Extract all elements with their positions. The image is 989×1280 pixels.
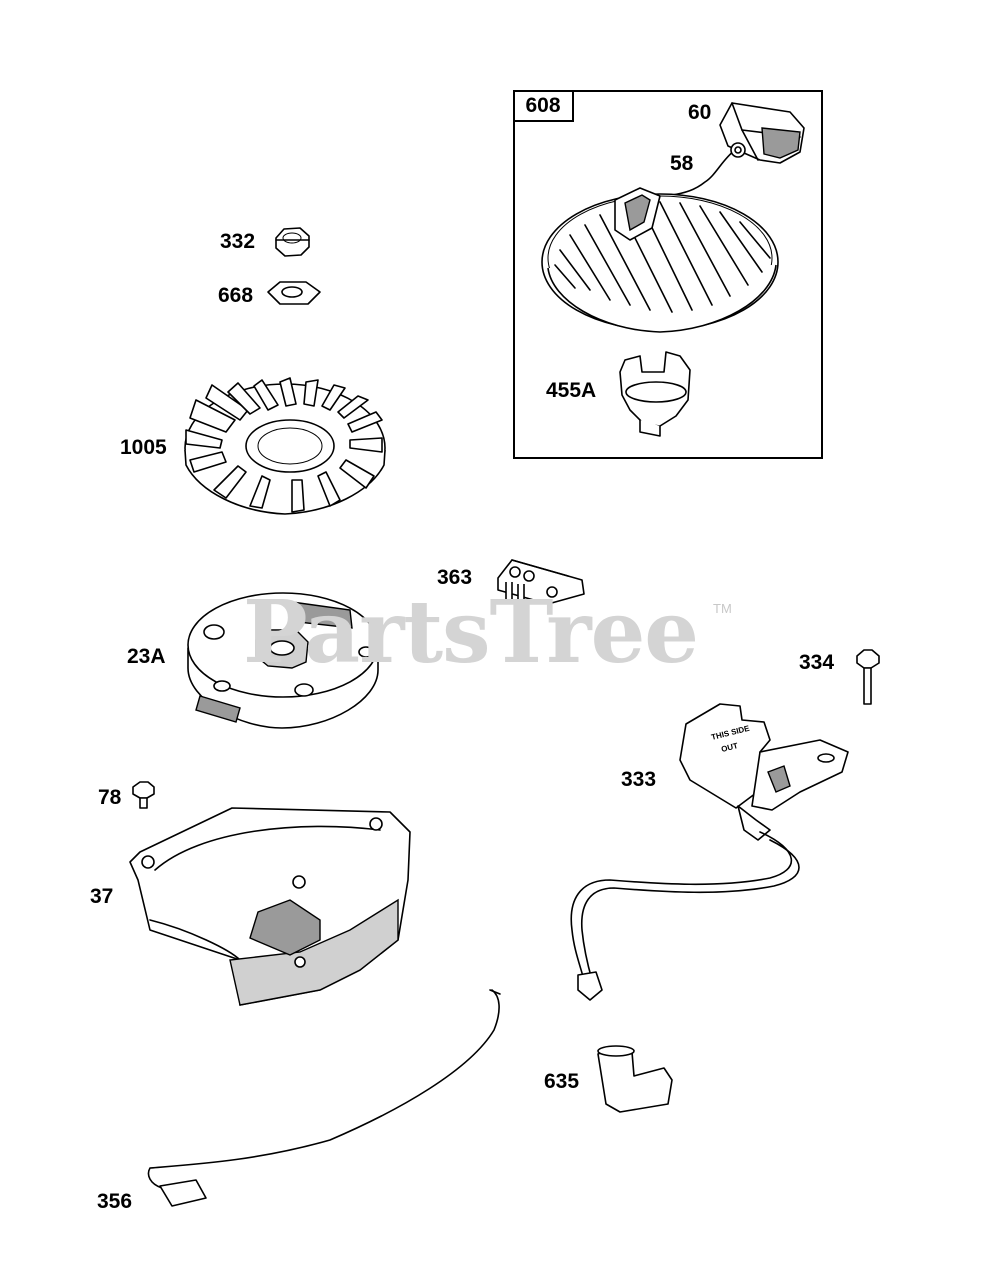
callout-60[interactable]: 60 xyxy=(688,101,712,124)
part-635-spark-plug-boot[interactable] xyxy=(597,1045,673,1113)
part-668-washer[interactable] xyxy=(267,281,321,305)
part-58-starter-rope[interactable] xyxy=(671,142,746,196)
coil-marking-line2: OUT xyxy=(720,741,739,754)
part-608-rewind-starter[interactable] xyxy=(541,187,779,333)
callout-333[interactable]: 333 xyxy=(621,768,657,791)
part-23a-flywheel[interactable] xyxy=(187,592,379,729)
part-356-ground-wire[interactable] xyxy=(147,989,501,1207)
callout-334[interactable]: 334 xyxy=(799,651,835,674)
callout-58[interactable]: 58 xyxy=(670,152,694,175)
callout-37[interactable]: 37 xyxy=(90,885,114,908)
watermark: PartsTree xyxy=(243,582,699,683)
part-363-bracket[interactable] xyxy=(497,559,585,605)
callout-23a[interactable]: 23A xyxy=(127,645,166,668)
callout-78[interactable]: 78 xyxy=(98,786,122,809)
part-455a-starter-cup[interactable] xyxy=(619,351,691,437)
part-78-screw[interactable] xyxy=(132,781,155,809)
watermark-trademark: TM xyxy=(713,601,732,616)
part-334-screw[interactable] xyxy=(856,649,880,705)
inset-frame xyxy=(513,90,823,459)
part-1005-fan[interactable] xyxy=(184,377,386,515)
part-332-nut[interactable] xyxy=(275,227,310,257)
callout-1005[interactable]: 1005 xyxy=(120,436,167,459)
callout-332[interactable]: 332 xyxy=(220,230,256,253)
callout-635[interactable]: 635 xyxy=(544,1070,580,1093)
part-333-ignition-armature[interactable] xyxy=(570,703,849,1001)
callout-363[interactable]: 363 xyxy=(437,566,473,589)
callout-356[interactable]: 356 xyxy=(97,1190,133,1213)
callout-668[interactable]: 668 xyxy=(218,284,254,307)
callout-455a[interactable]: 455A xyxy=(546,379,597,402)
inset-id-608: 608 xyxy=(514,91,574,122)
part-37-blower-housing[interactable] xyxy=(129,807,411,1006)
